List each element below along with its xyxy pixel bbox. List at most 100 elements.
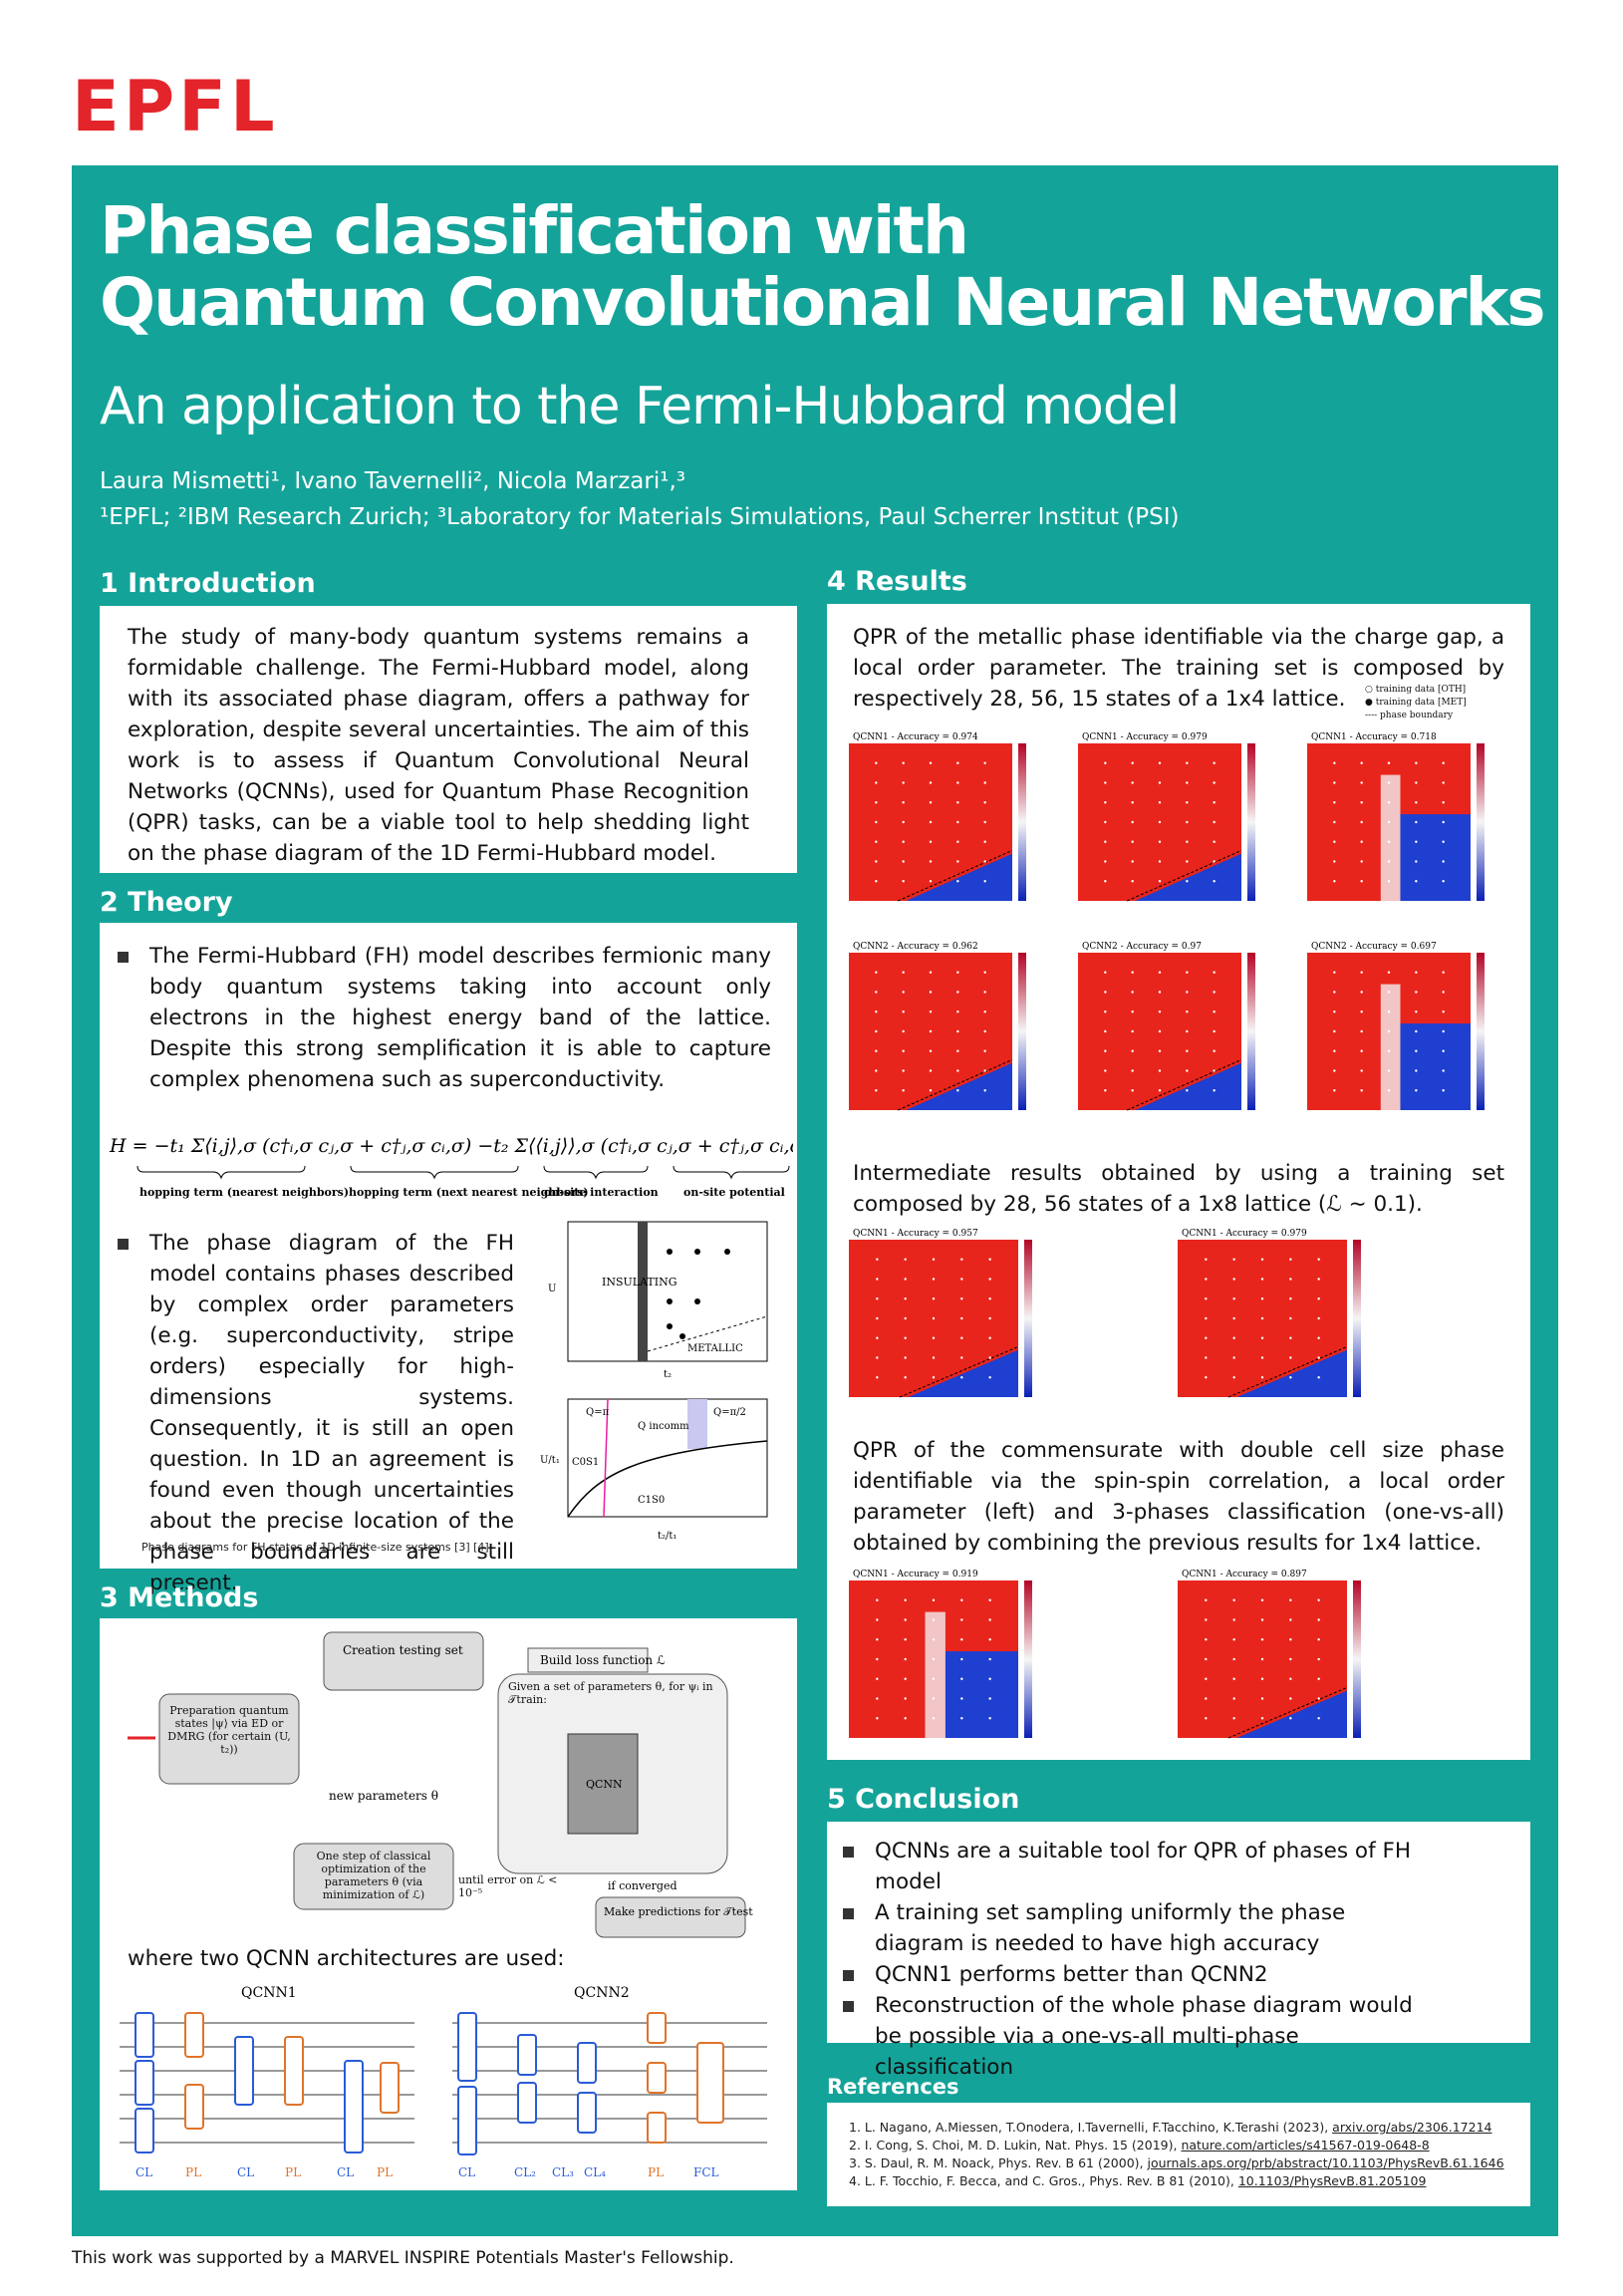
svg-text:METALLIC: METALLIC — [687, 1343, 743, 1354]
heatmap-title: QCNN2 - Accuracy = 0.962 — [853, 942, 978, 952]
references-heading: References — [827, 2075, 959, 2099]
reference-4-link[interactable]: 10.1103/PhysRevB.81.205109 — [1237, 2173, 1427, 2188]
reference-1-link[interactable]: arxiv.org/abs/2306.17214 — [1332, 2120, 1492, 2135]
theory-bullet-1: The Fermi-Hubbard (FH) model describes f… — [116, 941, 771, 1095]
heatmap-title: QCNN2 - Accuracy = 0.697 — [1311, 942, 1437, 952]
svg-text:PL: PL — [377, 2165, 393, 2179]
theory-heading: 2 Theory — [100, 887, 233, 918]
svg-text:QCNN: QCNN — [586, 1778, 623, 1791]
authors: Laura Mismetti¹, Ivano Tavernelli², Nico… — [100, 468, 685, 494]
svg-text:t₂: t₂ — [664, 1369, 672, 1380]
svg-text:PL: PL — [648, 2165, 664, 2179]
qcnn1-circuit: QCNN1 CL PL CL PL CL PL — [120, 1985, 414, 2179]
legend-oth: ○ training data [OTH] — [1365, 685, 1467, 695]
conclusion-list: QCNNs are a suitable tool for QPR of pha… — [841, 1836, 1439, 2083]
heatmap: QCNN1 - Accuracy = 0.979 — [1078, 732, 1255, 902]
theory-bullet-2: The phase diagram of the FH model contai… — [116, 1228, 514, 1598]
reference-1: 1. L. Nagano, A.Miessen, T.Onodera, I.Ta… — [849, 2120, 1492, 2135]
svg-text:Q incomm: Q incomm — [638, 1421, 689, 1432]
qcnn2-circuit: QCNN2 CL CL₂ CL₃ CL₄ PL FCL — [452, 1985, 767, 2179]
results-legend: ○ training data [OTH] ● training data [M… — [1365, 684, 1467, 722]
svg-text:C0S1: C0S1 — [572, 1457, 599, 1468]
methods-heading: 3 Methods — [100, 1582, 259, 1613]
svg-text:t₂/t₁: t₂/t₁ — [658, 1531, 676, 1542]
heatmap-title: QCNN1 - Accuracy = 0.979 — [1182, 1229, 1307, 1239]
heatmap-title: QCNN1 - Accuracy = 0.897 — [1182, 1570, 1307, 1579]
heatmap: QCNN1 - Accuracy = 0.957 — [849, 1229, 1032, 1398]
reference-2: 2. I. Cong, S. Choi, M. D. Lukin, Nat. P… — [849, 2138, 1430, 2152]
reference-3-link[interactable]: journals.aps.org/prb/abstract/10.1103/Ph… — [1147, 2155, 1504, 2170]
svg-text:U: U — [548, 1284, 556, 1294]
poster-title: Phase classification with Quantum Convol… — [100, 192, 1546, 341]
svg-text:PL: PL — [185, 2165, 201, 2179]
conclusion-item-2: A training set sampling uniformly the ph… — [841, 1897, 1439, 1959]
svg-text:Make predictions for 𝒯test: Make predictions for 𝒯test — [604, 1905, 753, 1918]
heatmap-title: QCNN1 - Accuracy = 0.957 — [853, 1229, 978, 1239]
heatmap: QCNN2 - Accuracy = 0.962 — [849, 942, 1026, 1111]
svg-text:CL₄: CL₄ — [584, 2165, 606, 2179]
intro-text: The study of many-body quantum systems r… — [128, 625, 749, 866]
svg-text:if converged: if converged — [608, 1879, 677, 1892]
svg-text:Creation testing set: Creation testing set — [343, 1643, 463, 1657]
methods-flowchart: Creation testing set Preparation quantum… — [128, 1631, 753, 1938]
legend-boundary: ---- phase boundary — [1365, 711, 1454, 720]
svg-text:CL: CL — [458, 2165, 475, 2179]
theory-box: The Fermi-Hubbard (FH) model describes f… — [100, 923, 797, 1595]
svg-text:Q=π/2: Q=π/2 — [713, 1407, 746, 1418]
affiliations: ¹EPFL; ²IBM Research Zurich; ³Laboratory… — [100, 504, 1180, 530]
conclusion-item-3: QCNN1 performs better than QCNN2 — [841, 1959, 1439, 1990]
conclusion-heading: 5 Conclusion — [827, 1784, 1020, 1815]
reference-3: 3. S. Daul, R. M. Noack, Phys. Rev. B 61… — [849, 2155, 1504, 2170]
eq-label-3: on-site interaction — [544, 1186, 659, 1199]
results-box: QPR of the metallic phase identifiable v… — [827, 604, 1530, 1760]
methods-box: Creation testing set Preparation quantum… — [100, 1618, 797, 2190]
svg-text:FCL: FCL — [693, 2165, 719, 2179]
results-heading: 4 Results — [827, 566, 967, 597]
svg-text:CL: CL — [237, 2165, 254, 2179]
results-text-2: Intermediate results obtained by using a… — [853, 1161, 1504, 1217]
svg-text:new parameters θ: new parameters θ — [329, 1789, 438, 1803]
theory-bullet-list: The Fermi-Hubbard (FH) model describes f… — [116, 941, 771, 1095]
reference-4: 4. L. F. Tocchio, F. Becca, and C. Gros.… — [849, 2173, 1427, 2188]
heatmap: QCNN1 - Accuracy = 0.718 — [1307, 732, 1485, 901]
heatmap: QCNN2 - Accuracy = 0.697 — [1307, 942, 1485, 1110]
reference-2-link[interactable]: nature.com/articles/s41567-019-0648-8 — [1181, 2138, 1430, 2152]
heatmap: QCNN1 - Accuracy = 0.974 — [849, 732, 1026, 902]
phase-diagram-2: Q=π Q incomm Q=π/2 C0S1 C1S0 U/t₁ t₂/t₁ — [540, 1398, 768, 1542]
results-text-3: QPR of the commensurate with double cell… — [853, 1438, 1504, 1556]
svg-text:CL₂: CL₂ — [514, 2165, 536, 2179]
conclusion-item-4: Reconstruction of the whole phase diagra… — [841, 1990, 1439, 2083]
phase-diagram-1: INSULATING METALLIC U t₂ — [548, 1221, 768, 1380]
theory-bullet-list-2: The phase diagram of the FH model contai… — [116, 1228, 514, 1598]
arch-text: where two QCNN architectures are used: — [128, 1946, 565, 1971]
heatmap-title: QCNN1 - Accuracy = 0.718 — [1311, 732, 1437, 742]
poster-subtitle: An application to the Fermi-Hubbard mode… — [100, 377, 1180, 436]
footer-acknowledgement: This work was supported by a MARVEL INSP… — [72, 2248, 734, 2268]
eq-label-1: hopping term (nearest neighbors) — [139, 1186, 349, 1199]
heatmap-title: QCNN1 - Accuracy = 0.974 — [853, 732, 978, 742]
theory-caption: Phase diagrams for FH states of 1D infin… — [141, 1541, 493, 1554]
eq-label-4: on-site potential — [683, 1186, 785, 1199]
svg-text:Q=π: Q=π — [586, 1407, 610, 1418]
svg-text:QCNN1: QCNN1 — [241, 1985, 297, 2001]
legend-met: ● training data [MET] — [1365, 698, 1467, 708]
heatmap: QCNN1 - Accuracy = 0.919 — [849, 1570, 1032, 1738]
heatmap: QCNN1 - Accuracy = 0.897 — [1178, 1570, 1361, 1739]
svg-text:PL: PL — [285, 2165, 301, 2179]
eq-label-2: hopping term (next nearest neighbors) — [349, 1186, 589, 1199]
conclusion-box: QCNNs are a suitable tool for QPR of pha… — [827, 1822, 1530, 2080]
svg-text:CL: CL — [337, 2165, 354, 2179]
results-text-1: QPR of the metallic phase identifiable v… — [853, 625, 1504, 712]
svg-text:C1S0: C1S0 — [638, 1495, 665, 1506]
heatmap-title: QCNN2 - Accuracy = 0.97 — [1082, 942, 1202, 952]
heatmap: QCNN1 - Accuracy = 0.979 — [1178, 1229, 1361, 1398]
conclusion-item-1: QCNNs are a suitable tool for QPR of pha… — [841, 1836, 1439, 1897]
svg-text:CL₃: CL₃ — [552, 2165, 574, 2179]
svg-text:CL: CL — [135, 2165, 152, 2179]
references-box: 1. L. Nagano, A.Miessen, T.Onodera, I.Ta… — [827, 2103, 1530, 2206]
intro-box: The study of many-body quantum systems r… — [100, 606, 797, 873]
svg-text:QCNN2: QCNN2 — [574, 1985, 630, 2001]
heatmap-title: QCNN1 - Accuracy = 0.919 — [853, 1570, 978, 1579]
heatmap-title: QCNN1 - Accuracy = 0.979 — [1082, 732, 1208, 742]
epfl-logo: EPFL — [72, 66, 279, 147]
